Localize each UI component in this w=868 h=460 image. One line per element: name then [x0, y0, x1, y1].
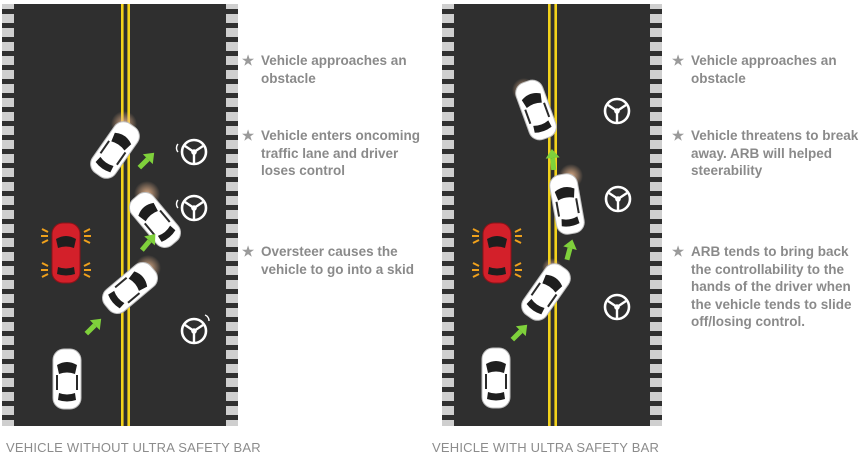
vehicle-stage-1 [481, 347, 511, 409]
arrows [510, 149, 577, 342]
center-line-2 [127, 4, 130, 426]
star-icon: ★ [242, 244, 255, 259]
caption-without-bar: VEHICLE WITHOUT ULTRA SAFETY BAR [6, 440, 261, 455]
center-line-1 [548, 4, 551, 426]
note-3: ★ ARB tends to bring back the controllab… [672, 244, 852, 329]
note-3: ★ Oversteer causes the vehicle to go int… [242, 244, 415, 277]
note-2: ★ Vehicle enters oncoming traffic lane a… [242, 128, 421, 178]
star-icon: ★ [242, 53, 255, 68]
road-edge-right [650, 4, 662, 426]
star-icon: ★ [672, 53, 685, 68]
arrow-icon [84, 318, 102, 336]
road-surface [442, 4, 662, 426]
road-edge-right [226, 4, 238, 426]
panel-without-bar: ★ Vehicle approaches an obstacle ★ Vehic… [0, 0, 430, 460]
star-icon: ★ [672, 128, 685, 143]
road-edge-left [442, 4, 454, 426]
road-diagram-with-bar [442, 4, 662, 426]
caption-with-bar: VEHICLE WITH ULTRA SAFETY BAR [432, 440, 660, 455]
note-1: ★ Vehicle approaches an obstacle [242, 53, 407, 86]
arrow-icon [545, 149, 560, 171]
road-surface [2, 4, 238, 426]
road-edge-left [2, 4, 14, 426]
panel-with-bar: ★ Vehicle approaches an obstacle ★ Vehic… [432, 0, 868, 460]
note-2: ★ Vehicle threatens to break away. ARB w… [672, 128, 859, 178]
obstacle-car [472, 222, 522, 284]
note-1: ★ Vehicle approaches an obstacle [672, 53, 837, 86]
arrows [84, 152, 156, 336]
star-icon: ★ [242, 128, 255, 143]
obstacle-car [41, 222, 91, 284]
arrow-icon [139, 234, 156, 252]
road-diagram-without-bar [2, 4, 238, 426]
vehicle-stage-1 [52, 348, 82, 410]
arrow-icon [510, 324, 528, 342]
arrow-icon [563, 239, 577, 261]
star-icon: ★ [672, 244, 685, 259]
center-line-1 [121, 4, 124, 426]
arrow-icon [137, 152, 155, 170]
